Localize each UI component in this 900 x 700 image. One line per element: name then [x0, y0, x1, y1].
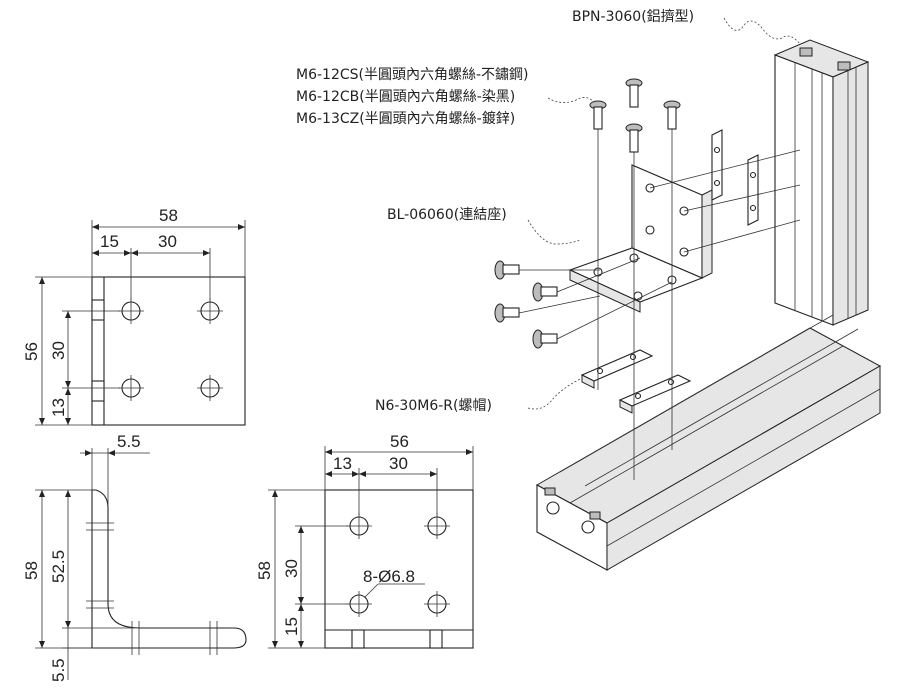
dim-side-bottom-thickness: 5.5 [49, 658, 68, 682]
hole-note: 8-Ø6.8 [363, 567, 415, 586]
hole [118, 375, 144, 401]
hole [346, 513, 372, 539]
screw [589, 100, 607, 130]
screw [494, 260, 520, 280]
screw [663, 100, 681, 130]
dim-top-spacing: 30 [158, 232, 177, 251]
dim-top-v-offset: 13 [49, 398, 68, 417]
nut [747, 154, 759, 226]
dim-front-spacing: 30 [389, 454, 408, 473]
screw [494, 303, 520, 323]
screw [532, 282, 558, 302]
nut [580, 349, 654, 389]
label-profile: BPN-3060(鋁擠型) [572, 9, 694, 25]
bracket [568, 164, 713, 313]
hole [424, 513, 450, 539]
dim-top-width: 58 [159, 206, 178, 225]
screw [625, 123, 643, 153]
hole [197, 298, 223, 324]
dim-front-height: 58 [255, 561, 274, 580]
nut [711, 129, 723, 201]
dim-side-inner-height: 52.5 [49, 550, 68, 583]
dim-front-width: 56 [390, 432, 409, 451]
assembly-view [494, 17, 882, 571]
dim-top-offset: 15 [100, 232, 119, 251]
vertical-profile [773, 39, 870, 326]
screw [532, 329, 558, 349]
dim-front-offset: 13 [333, 454, 352, 473]
hole [118, 298, 144, 324]
hole [424, 591, 450, 617]
horizontal-profile [535, 314, 882, 571]
hole [197, 375, 223, 401]
nut [618, 374, 692, 414]
dim-top-height: 56 [22, 342, 41, 361]
label-screw-cs: M6-12CS(半圓頭內六角螺絲-不鏽鋼) [296, 67, 529, 83]
label-nut: N6-30M6-R(螺帽) [375, 398, 492, 414]
dim-front-v-offset: 15 [282, 617, 301, 636]
front-plate-view: 56 13 30 58 30 15 8-Ø6.8 [255, 432, 474, 649]
label-screw-cb: M6-12CB(半圓頭內六角螺絲-染黑) [296, 89, 515, 105]
dim-top-v-spacing: 30 [49, 341, 68, 360]
dim-front-v-spacing: 30 [282, 559, 301, 578]
side-profile-view: 5.5 58 52.5 5.5 [22, 432, 247, 682]
dim-side-thickness: 5.5 [117, 432, 141, 451]
label-bracket: BL-06060(連結座) [387, 207, 507, 223]
top-plate-view: 58 15 30 56 30 13 [22, 206, 246, 426]
dim-side-height: 58 [22, 561, 41, 580]
hole [346, 591, 372, 617]
screw [625, 78, 643, 108]
label-screw-cz: M6-13CZ(半圓頭內六角螺絲-鍍鋅) [296, 110, 515, 127]
